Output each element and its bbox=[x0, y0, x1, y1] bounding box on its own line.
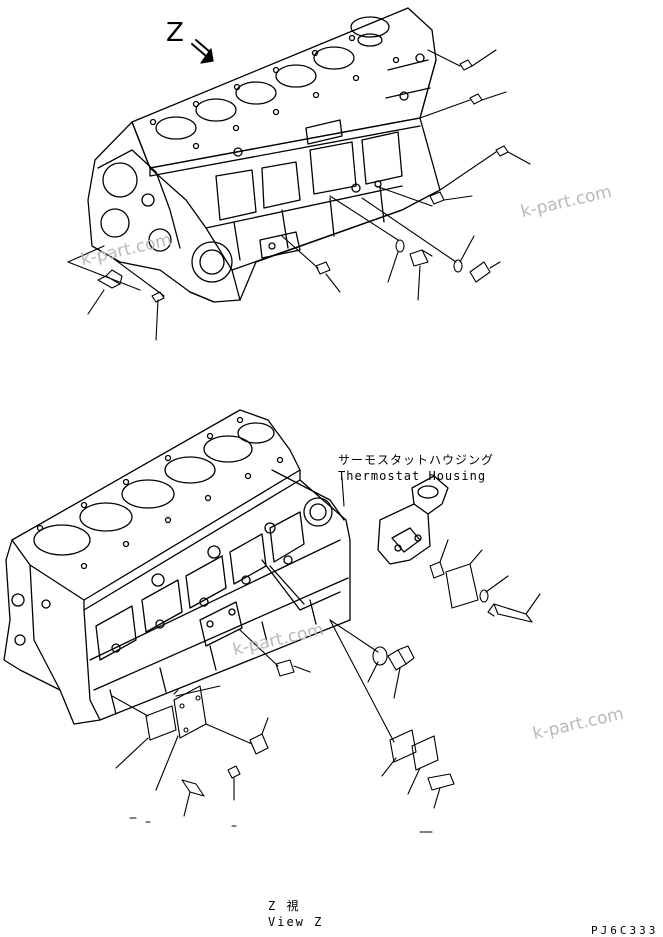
top-cylinder-block bbox=[87, 7, 441, 303]
view-letter-label: Z bbox=[166, 18, 184, 48]
view-caption-jp: Z 視 bbox=[268, 899, 301, 913]
view-caption-en: View Z bbox=[268, 915, 324, 929]
bottom-view-parts bbox=[111, 477, 541, 833]
thermostat-housing-label-en: Thermostat Housing bbox=[338, 469, 487, 483]
top-view-parts bbox=[67, 49, 531, 341]
view-z-arrow bbox=[191, 39, 214, 64]
thermostat-housing-label-jp: サーモスタットハウジング bbox=[338, 453, 495, 467]
bottom-cylinder-block bbox=[3, 409, 449, 725]
drawing-code: PJ6C333 bbox=[591, 924, 659, 937]
